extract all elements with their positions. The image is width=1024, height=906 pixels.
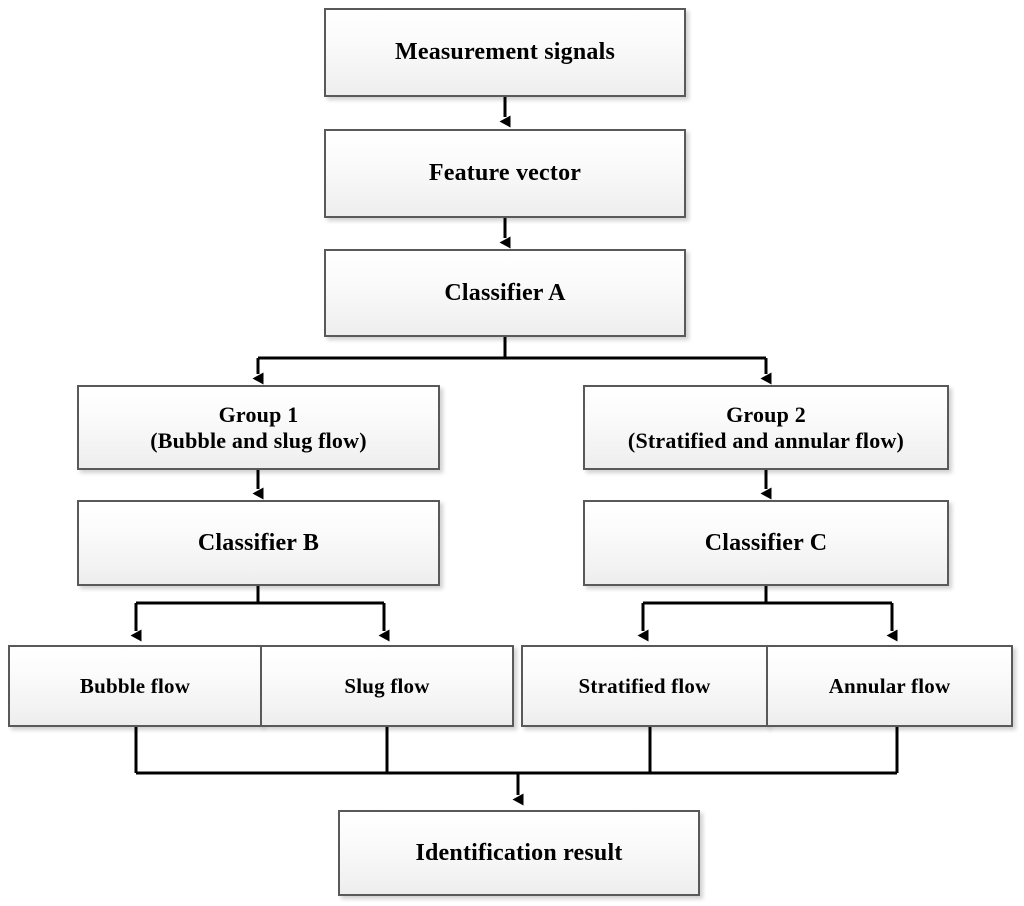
node-classifier-c-label: Classifier C: [704, 529, 828, 556]
node-classifier-a: Classifier A: [324, 249, 686, 337]
node-stratified-flow: Stratified flow: [521, 645, 768, 727]
node-identification-result: Identification result: [338, 810, 700, 896]
node-annular-flow-label: Annular flow: [828, 673, 951, 698]
node-group-2: Group 2 (Stratified and annular flow): [583, 385, 949, 470]
node-slug-flow-label: Slug flow: [344, 673, 430, 698]
node-measurement-signals: Measurement signals: [324, 8, 686, 97]
node-feature-vector-label: Feature vector: [428, 160, 582, 187]
node-group-2-label: Group 2 (Stratified and annular flow): [627, 401, 905, 453]
node-measurement-signals-label: Measurement signals: [394, 39, 615, 66]
node-slug-flow: Slug flow: [260, 645, 514, 727]
node-stratified-flow-label: Stratified flow: [578, 673, 711, 698]
node-annular-flow: Annular flow: [766, 645, 1013, 727]
node-bubble-flow-label: Bubble flow: [79, 673, 191, 698]
node-identification-result-label: Identification result: [415, 839, 623, 866]
node-group-1-label: Group 1 (Bubble and slug flow): [150, 401, 367, 453]
node-classifier-c: Classifier C: [583, 500, 949, 586]
node-group-1: Group 1 (Bubble and slug flow): [77, 385, 440, 470]
node-classifier-b-label: Classifier B: [197, 529, 320, 556]
node-classifier-b: Classifier B: [77, 500, 440, 586]
node-bubble-flow: Bubble flow: [8, 645, 262, 727]
node-classifier-a-label: Classifier A: [444, 279, 566, 306]
node-feature-vector: Feature vector: [324, 129, 686, 218]
